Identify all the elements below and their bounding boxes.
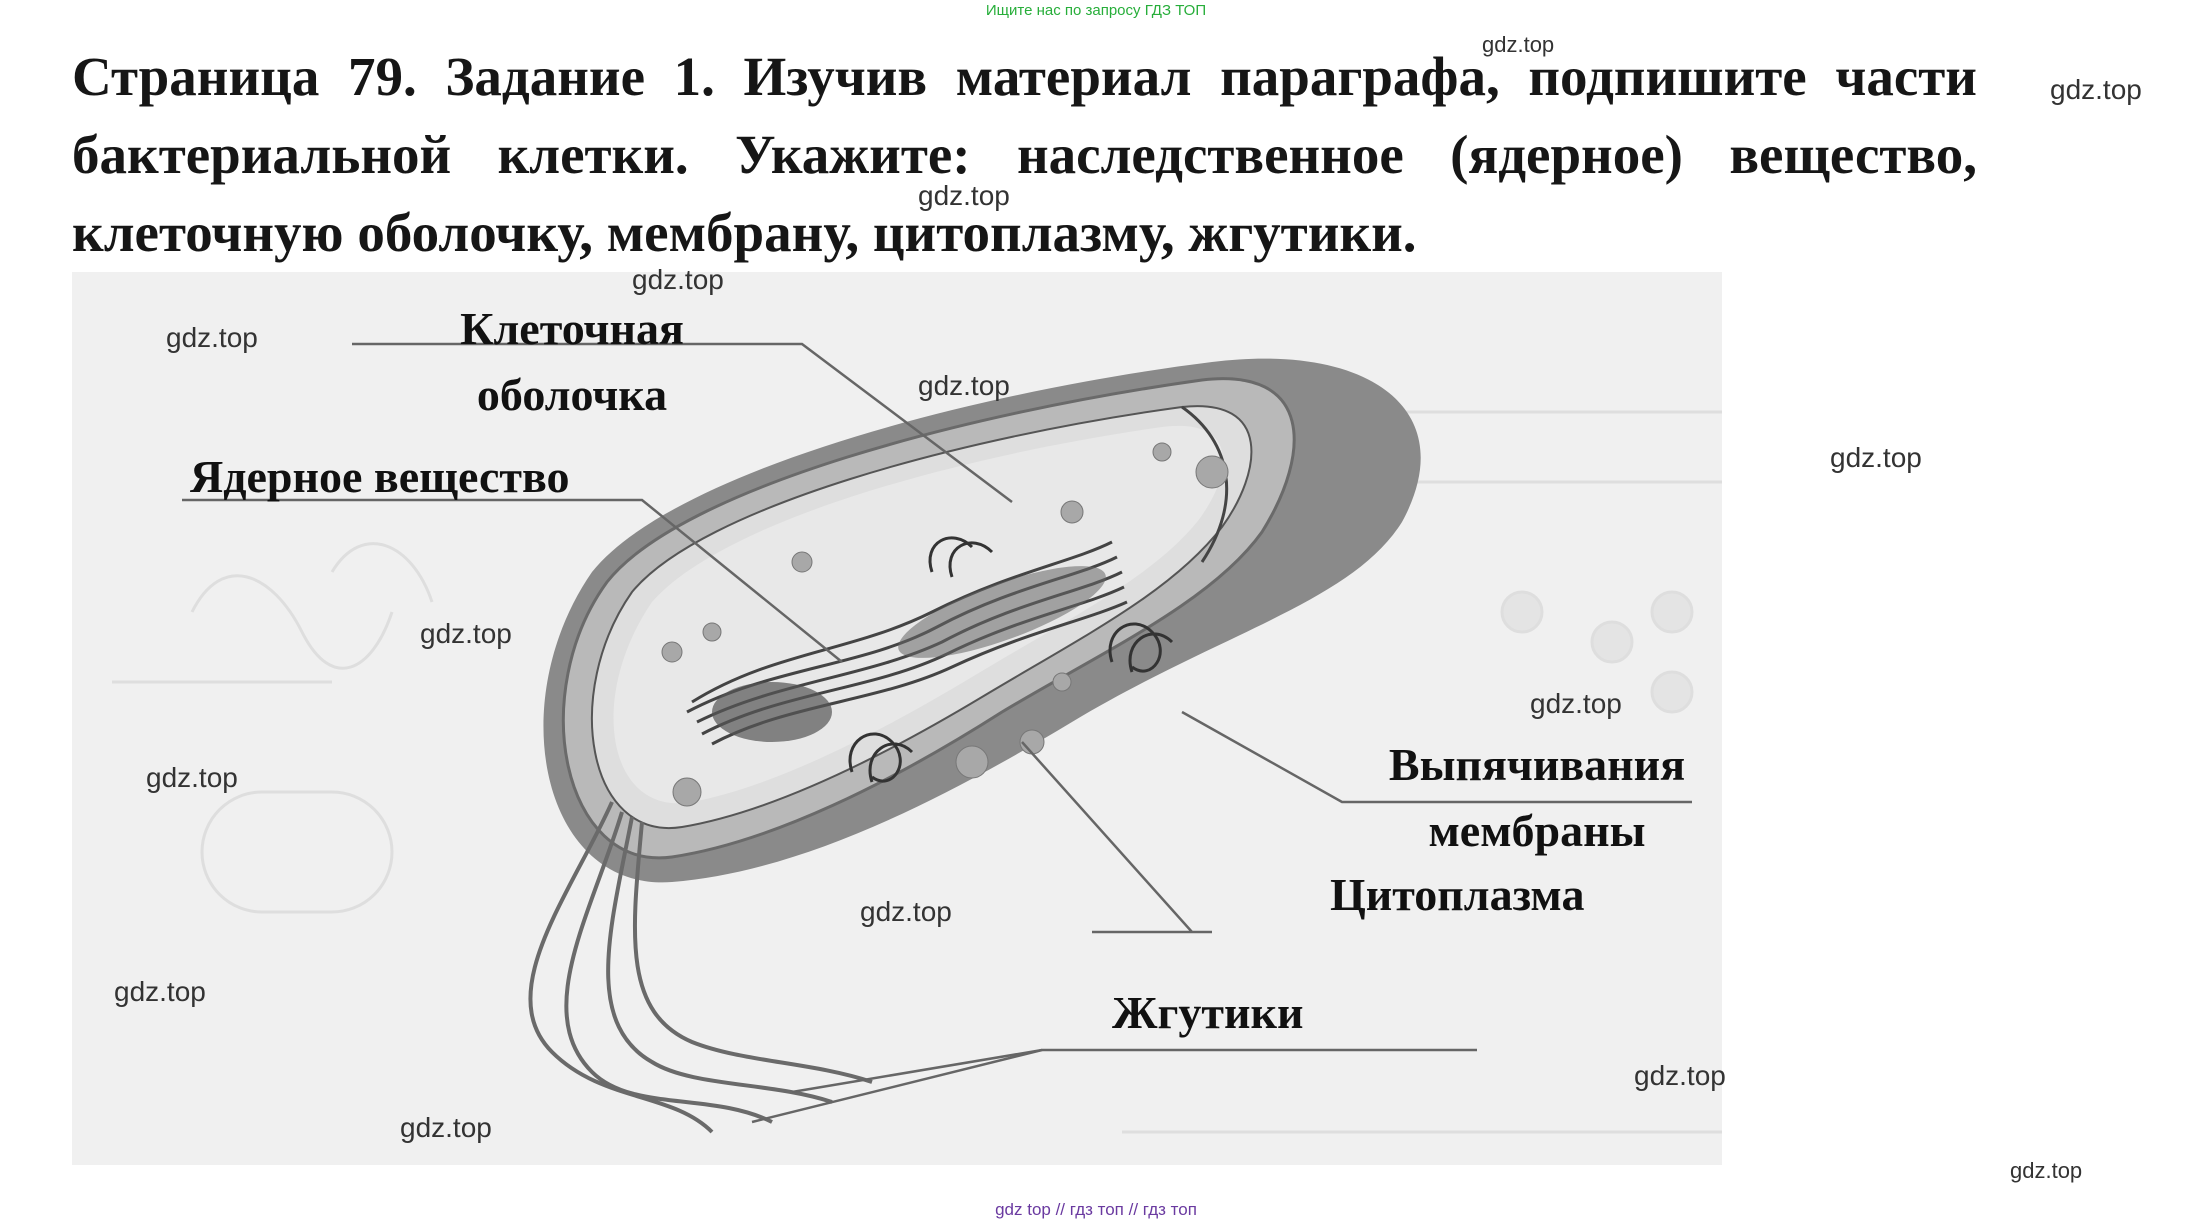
label-membrane-folds-line1: Выпячивания — [1388, 739, 1686, 790]
watermark: gdz.top — [918, 370, 1010, 401]
watermark: gdz.top — [1830, 442, 1922, 473]
label-flagella: Жгутики — [1112, 987, 1304, 1038]
watermark: gdz.top — [1634, 1060, 1726, 1091]
watermark: gdz.top — [114, 976, 206, 1007]
label-cell-wall-line1: Клеточная — [460, 303, 684, 354]
watermark: gdz.top — [1530, 688, 1622, 719]
label-nuclear-material: Ядерное вещество — [190, 451, 570, 502]
label-membrane-folds-line2: мембраны — [1428, 805, 1646, 856]
watermark: gdz.top — [1482, 32, 1555, 57]
label-cytoplasm: Цитоплазма — [1330, 869, 1585, 920]
task-text: Страница 79. Задание 1. Изучив материал … — [72, 46, 1977, 263]
search-hint-link[interactable]: Ищите нас по запросу ГДЗ ТОП — [985, 2, 1207, 19]
label-membrane-folds: Выпячивания мембраны — [1372, 732, 1702, 864]
watermark: gdz.top — [632, 264, 724, 295]
watermark: gdz.top — [918, 180, 1010, 211]
bacterial-cell-figure: Клеточная оболочка Ядерное вещество Выпя… — [72, 272, 1722, 1165]
watermark: gdz.top — [420, 618, 512, 649]
watermark: gdz.top — [166, 322, 258, 353]
label-cell-wall-line2: оболочка — [476, 369, 668, 420]
watermark: gdz.top — [860, 896, 952, 927]
watermark: gdz.top — [146, 762, 238, 793]
watermark: gdz.top — [2050, 74, 2142, 105]
footer-links[interactable]: gdz top // гдз топ // гдз топ — [995, 1200, 1197, 1219]
watermark: gdz.top — [2010, 1158, 2083, 1183]
label-cell-wall: Клеточная оболочка — [422, 296, 722, 428]
bacterial-cell-illustration — [112, 342, 1722, 1134]
watermark: gdz.top — [400, 1112, 492, 1143]
